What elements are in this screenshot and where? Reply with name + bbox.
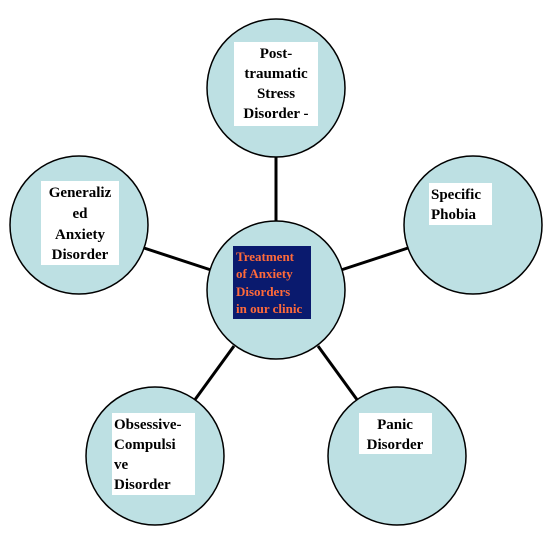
connector-ocd	[192, 345, 236, 402]
node-ptsd-line-1: Post-	[260, 46, 293, 62]
center-label-line-4: in our clinic	[236, 301, 302, 316]
connector-gad	[143, 246, 212, 272]
node-ptsd-label: Post- traumatic Stress Disorder -	[243, 46, 308, 122]
node-ocd-label-bg	[112, 413, 195, 495]
connector-panic	[316, 345, 360, 402]
node-ptsd-line-4: Disorder -	[243, 106, 308, 122]
node-panic-line-2: Disorder	[367, 437, 424, 453]
node-panic-label: Panic Disorder	[367, 417, 424, 453]
node-phobia-label: Specific Phobia	[431, 187, 481, 223]
node-gad-line-2: ed	[73, 206, 89, 222]
node-ptsd-line-3: Stress	[257, 86, 295, 102]
node-gad-label: Generaliz ed Anxiety Disorder	[49, 185, 112, 263]
node-panic-label-bg	[359, 413, 432, 454]
center-label-bg	[233, 246, 311, 319]
node-panic-circle	[327, 386, 467, 526]
node-phobia-label-bg	[429, 183, 492, 225]
node-ocd-line-3: ve	[114, 457, 129, 473]
node-phobia-line-2: Phobia	[431, 207, 477, 223]
node-ptsd-line-2: traumatic	[244, 66, 308, 82]
center-label-line-3: Disorders	[236, 284, 290, 299]
node-phobia-line-1: Specific	[431, 187, 481, 203]
center-label: Treatment of Anxiety Disorders in our cl…	[236, 249, 302, 316]
node-ocd-line-2: Compulsi	[114, 437, 176, 453]
node-gad-label-bg	[41, 181, 119, 265]
node-ocd-line-1: Obsessive-	[114, 417, 182, 433]
center-label-line-1: Treatment	[236, 249, 295, 264]
connector-phobia	[340, 246, 409, 272]
center-label-line-2: of Anxiety	[236, 266, 293, 281]
node-ocd-label: Obsessive- Compulsi ve Disorder	[114, 417, 182, 493]
node-gad-line-3: Anxiety	[55, 227, 105, 243]
node-ocd-line-4: Disorder	[114, 477, 171, 493]
node-panic-line-1: Panic	[377, 417, 413, 433]
node-gad-line-4: Disorder	[52, 247, 109, 263]
node-gad-line-1: Generaliz	[49, 185, 112, 201]
node-ptsd-label-bg	[234, 42, 318, 126]
